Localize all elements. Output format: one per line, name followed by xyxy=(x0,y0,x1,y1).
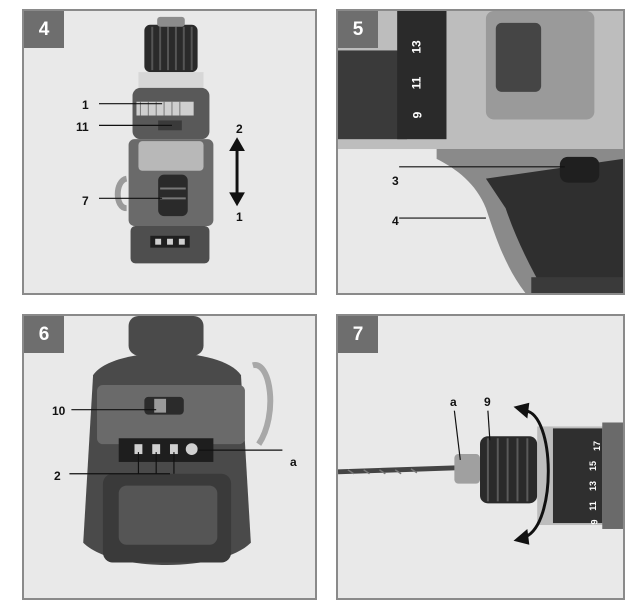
figure-number-badge: 4 xyxy=(24,11,64,48)
direction-label-bottom: 1 xyxy=(236,210,243,224)
torque-ring-number: 9 xyxy=(589,519,600,525)
drill-chuck-insertion-illustration xyxy=(338,402,623,545)
figure-number-badge: 5 xyxy=(338,11,378,48)
callout-label: 1 xyxy=(82,98,89,112)
drill-front-view-illustration xyxy=(99,16,245,264)
callout-label: 11 xyxy=(76,120,89,134)
callout-label: a xyxy=(450,395,457,409)
drill-bottom-view-illustration xyxy=(69,316,283,565)
callout-label: 4 xyxy=(392,214,399,228)
torque-ring-number: 17 xyxy=(592,440,603,452)
callout-label: 10 xyxy=(52,404,66,418)
figure-6-panel: 6 10 2 a xyxy=(22,314,317,600)
torque-ring-number: 13 xyxy=(588,480,599,492)
drill-side-closeup-illustration xyxy=(338,11,623,293)
figure-number-badge: 7 xyxy=(338,316,378,353)
callout-label: 2 xyxy=(54,469,61,483)
torque-ring-number: 11 xyxy=(409,76,424,90)
torque-ring-number: 15 xyxy=(588,460,599,472)
torque-ring-number: 13 xyxy=(409,40,424,54)
callout-label: a xyxy=(290,455,297,469)
callout-label: 3 xyxy=(392,174,399,188)
figure-number-badge: 6 xyxy=(24,316,64,353)
torque-ring-number: 11 xyxy=(587,501,598,511)
callout-label: 9 xyxy=(484,395,491,409)
torque-ring-number: 9 xyxy=(410,111,425,119)
figure-7-panel: 7 a 9 17 15 13 11 9 xyxy=(336,314,625,600)
figure-5-panel: 5 13 11 9 3 4 xyxy=(336,9,625,295)
figure-4-panel: 4 1 11 7 2 1 xyxy=(22,9,317,295)
callout-label: 7 xyxy=(82,194,89,208)
direction-label-top: 2 xyxy=(236,122,243,136)
